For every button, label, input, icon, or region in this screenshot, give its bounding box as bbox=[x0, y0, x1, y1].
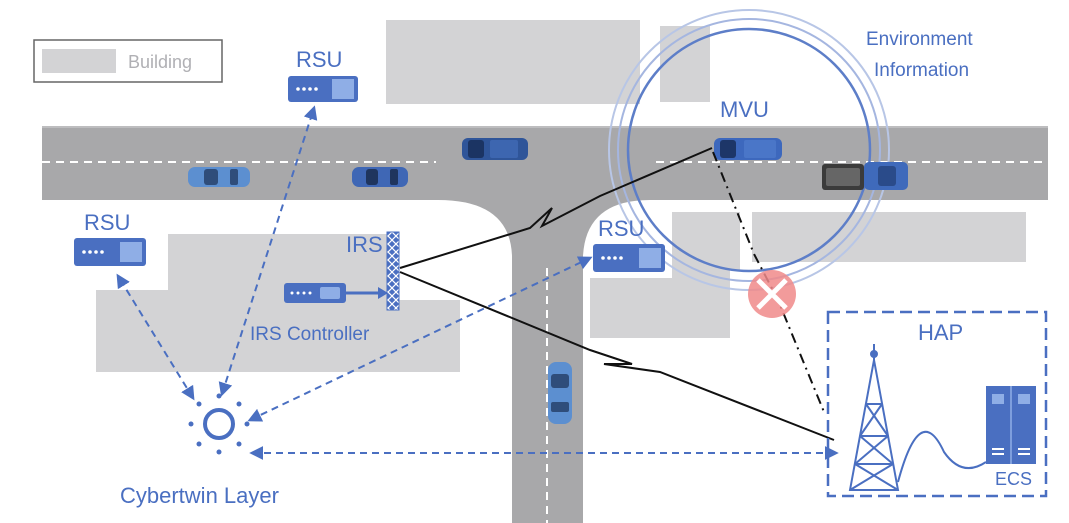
environment-label-line1: Environment bbox=[866, 29, 973, 50]
building-right bbox=[752, 212, 1026, 262]
link-irs-mvu bbox=[399, 147, 713, 269]
cybertwin-node-icon bbox=[188, 393, 250, 455]
van-center bbox=[462, 138, 528, 160]
ecs-server-icon bbox=[986, 386, 1036, 464]
hap-box bbox=[826, 310, 1048, 498]
link-cybertwin-rsu-center bbox=[247, 256, 593, 422]
building-top-center bbox=[386, 20, 640, 104]
irs-controller-label: IRS Controller bbox=[250, 324, 370, 345]
car-vertical-road bbox=[548, 362, 572, 424]
link-irs-hap bbox=[399, 271, 835, 441]
legend-building-label: Building bbox=[128, 52, 192, 72]
mvu-vehicle bbox=[714, 138, 782, 160]
cybertwin-layer-label: Cybertwin Layer bbox=[120, 483, 279, 508]
wireless-links bbox=[399, 147, 835, 441]
rsu-left-device bbox=[74, 238, 146, 266]
rsu-center-device bbox=[593, 244, 665, 272]
rsu-left-label: RSU bbox=[84, 210, 130, 235]
hap-tower-icon bbox=[848, 344, 987, 491]
building-center-right bbox=[590, 212, 740, 338]
irs-label: IRS bbox=[346, 232, 383, 257]
tractor-vehicle bbox=[822, 162, 908, 190]
ecs-label: ECS bbox=[995, 469, 1032, 489]
blocked-link-icon bbox=[748, 270, 796, 318]
car-top-left-2 bbox=[352, 167, 408, 187]
rsu-center-label: RSU bbox=[598, 216, 644, 241]
building-left-lshape bbox=[96, 234, 460, 372]
rsu-top-label: RSU bbox=[296, 47, 342, 72]
car-top-left bbox=[188, 167, 250, 187]
link-cybertwin-rsu-top bbox=[218, 105, 318, 397]
cybertwin-links bbox=[116, 105, 839, 460]
environment-ring-mid bbox=[617, 18, 881, 282]
irs-panel bbox=[386, 231, 400, 311]
environment-ring-inner bbox=[626, 27, 872, 273]
mvu-label: MVU bbox=[720, 97, 769, 122]
legend-building-swatch bbox=[42, 49, 116, 73]
rsu-top-device bbox=[288, 76, 358, 102]
environment-label-line2: Information bbox=[874, 60, 969, 81]
hap-label: HAP bbox=[918, 320, 963, 345]
road-edge-top bbox=[42, 126, 1048, 128]
